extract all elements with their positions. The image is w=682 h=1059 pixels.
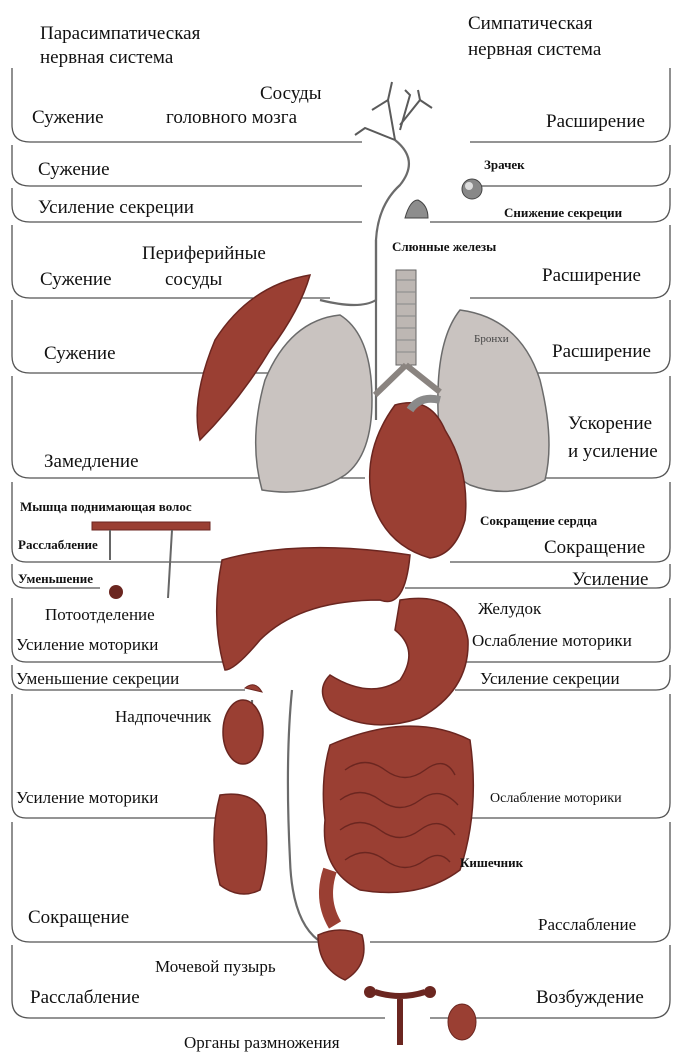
nerve-branch-peripheral xyxy=(320,240,376,305)
para-effect-bronchi: Сужение xyxy=(44,344,116,364)
vessel-branch xyxy=(418,90,420,100)
label-hair-muscle: Мышца поднимающая волос xyxy=(20,500,192,514)
small-intestine-graphic xyxy=(323,726,473,892)
symp-effect-heart-line1: Ускорение xyxy=(568,414,652,434)
symp-effect-peripheral: Расширение xyxy=(542,266,641,286)
label-salivary-glands: Слюнные железы xyxy=(392,240,496,254)
testis-graphic xyxy=(448,1004,476,1040)
trachea-graphic xyxy=(396,270,416,365)
parasympathetic-header-line2: нервная система xyxy=(40,48,173,68)
symp-effect-bladder: Расслабление xyxy=(538,916,636,934)
stomach-graphic xyxy=(323,598,469,725)
para-effect-sweat: Уменьшение xyxy=(18,572,93,586)
para-effect-stomach-secretion: Уменьшение секреции xyxy=(16,670,179,688)
liver-graphic xyxy=(217,548,410,670)
colon-graphic xyxy=(214,794,267,894)
nerve-branch-bladder xyxy=(288,690,318,940)
para-effect-pupil: Сужение xyxy=(38,160,110,180)
label-pupil: Зрачек xyxy=(484,158,525,172)
symp-effect-genitals: Возбуждение xyxy=(536,988,644,1008)
para-effect-peripheral: Сужение xyxy=(40,270,112,290)
bronchi-graphic xyxy=(375,365,440,395)
label-bladder: Мочевой пузырь xyxy=(155,958,276,976)
para-effect-stomach-motility: Усиление моторики xyxy=(16,636,158,654)
kidney-graphic xyxy=(223,700,263,764)
label-bronchi: Бронхи xyxy=(474,334,509,346)
label-brain-vessels-line2: головного мозга xyxy=(166,108,297,128)
label-brain-vessels-line1: Сосуды xyxy=(260,84,322,104)
para-effect-heart: Замедление xyxy=(44,452,139,472)
para-effect-hair-muscle: Расслабление xyxy=(18,538,98,552)
left-bracket-brain-vessels xyxy=(12,68,362,142)
symp-effect-stomach-motility: Ослабление моторики xyxy=(472,632,632,650)
symp-effect-stomach-secretion: Усиление секреции xyxy=(480,670,620,688)
para-effect-bladder: Сокращение xyxy=(28,908,129,928)
para-effect-genitals: Расслабление xyxy=(30,988,140,1008)
symp-effect-heart-line2: и усиление xyxy=(568,442,658,462)
symp-effect-sweat: Усиление xyxy=(572,570,648,590)
para-effect-salivary: Усиление секреции xyxy=(38,198,194,218)
symp-effect-bronchi: Расширение xyxy=(552,342,651,362)
para-effect-intestine: Усиление моторики xyxy=(16,789,158,807)
rectum-graphic xyxy=(326,870,335,925)
hair-muscle-graphic xyxy=(92,522,210,530)
symp-effect-brain-vessels: Расширение xyxy=(546,112,645,132)
vessel-branch xyxy=(388,82,392,100)
label-peripheral-vessels-line1: Периферийные xyxy=(142,244,266,264)
ovary-graphic xyxy=(364,986,376,998)
pupil-highlight xyxy=(465,182,473,190)
adrenal-gland-graphic xyxy=(245,685,262,692)
label-stomach: Желудок xyxy=(478,600,541,618)
label-genitals: Органы размножения xyxy=(184,1034,340,1052)
vessel-branch xyxy=(355,128,395,140)
symp-effect-intestine: Ослабление моторики xyxy=(490,792,622,807)
sympathetic-header-line1: Симпатическая xyxy=(468,14,592,34)
right-bracket-peripheral xyxy=(470,225,670,298)
symp-effect-hair-muscle: Сокращение xyxy=(544,538,645,558)
bladder-graphic xyxy=(318,930,364,980)
symp-effect-salivary: Снижение секреции xyxy=(504,206,622,220)
label-heart-contraction: Сокращение сердца xyxy=(480,514,597,528)
sympathetic-header-line2: нервная система xyxy=(468,40,601,60)
parasympathetic-header-line1: Парасимпатическая xyxy=(40,24,200,44)
label-peripheral-vessels-line2: сосуды xyxy=(165,270,222,290)
ovary-graphic xyxy=(424,986,436,998)
vessel-branch xyxy=(372,100,395,140)
vessel-branch xyxy=(400,90,410,130)
pupil-graphic xyxy=(462,179,482,199)
label-sweat: Потоотделение xyxy=(45,606,155,624)
brain-vessels-graphic xyxy=(355,82,432,140)
label-adrenal: Надпочечник xyxy=(115,708,211,726)
label-intestine: Кишечник xyxy=(460,856,523,870)
salivary-gland-graphic xyxy=(405,200,428,218)
para-effect-brain-vessels: Сужение xyxy=(32,108,104,128)
sweat-gland-graphic xyxy=(109,585,123,599)
